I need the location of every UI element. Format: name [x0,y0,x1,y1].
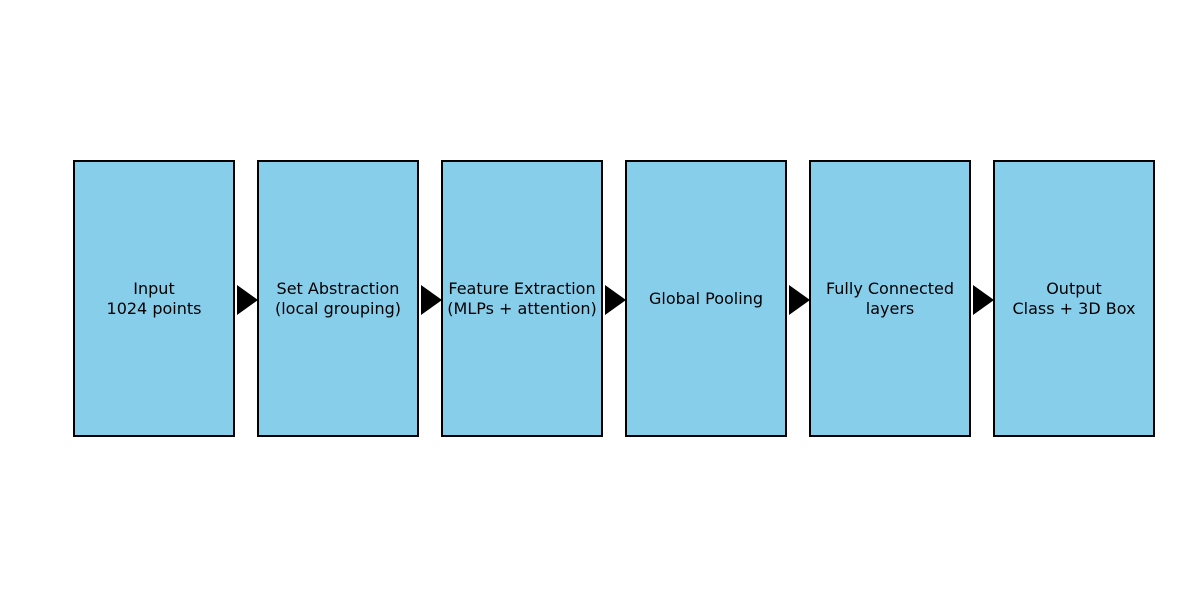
block-feature-extraction: Feature Extraction (MLPs + attention) [441,160,603,437]
block-output: Output Class + 3D Box [993,160,1155,437]
block-set-abstraction-subtitle: (local grouping) [274,298,402,318]
block-feature-extraction-title: Feature Extraction [448,278,596,298]
block-fully-connected-title: Fully Connected [825,278,955,298]
block-global-pooling-title: Global Pooling [649,288,763,308]
block-set-abstraction-title: Set Abstraction [276,278,400,298]
block-output-subtitle: Class + 3D Box [1012,298,1136,318]
block-input-title: Input [133,278,175,298]
arrow-right-icon [605,285,626,315]
arrow-right-icon [421,285,442,315]
arrow-right-icon [973,285,994,315]
block-input-subtitle: 1024 points [106,298,202,318]
arrow-right-icon [789,285,810,315]
block-set-abstraction: Set Abstraction (local grouping) [257,160,419,437]
block-fully-connected-subtitle: layers [865,298,915,318]
block-fully-connected: Fully Connected layers [809,160,971,437]
block-global-pooling: Global Pooling [625,160,787,437]
block-input: Input 1024 points [73,160,235,437]
block-feature-extraction-subtitle: (MLPs + attention) [447,298,597,318]
block-output-title: Output [1046,278,1102,298]
arrow-right-icon [237,285,258,315]
